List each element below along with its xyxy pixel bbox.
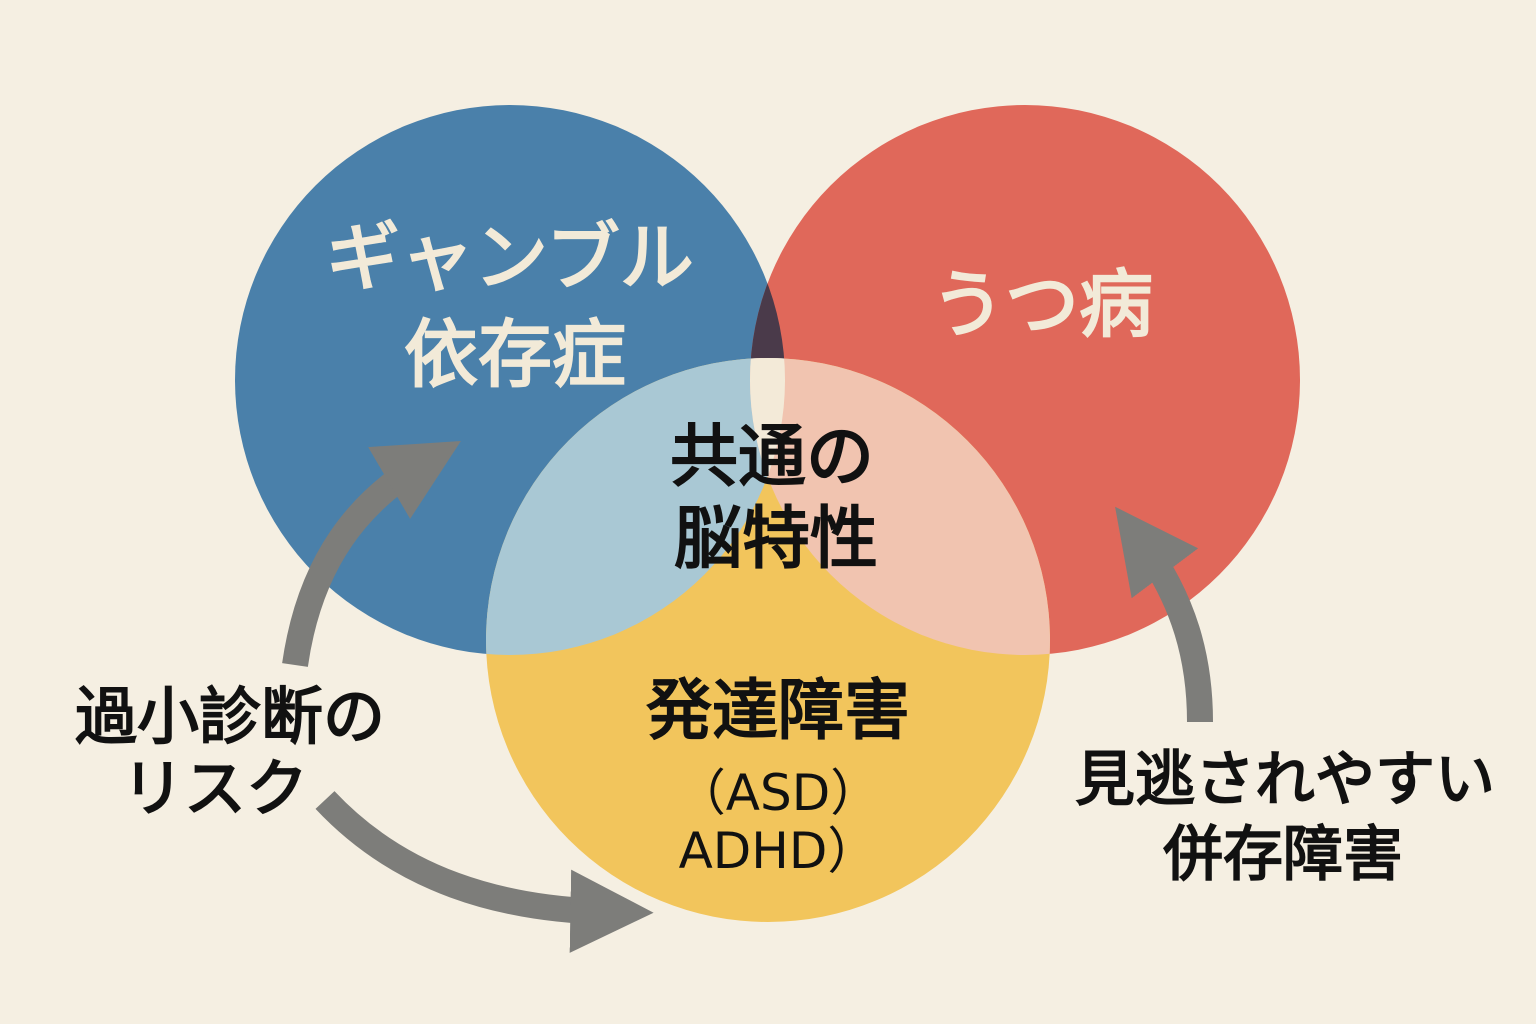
center-label-line1: 共通の [670,418,874,497]
right-annotation-line1: 見逃されやすい [1075,745,1495,815]
left-annotation-line1: 過小診断の [75,680,385,753]
center-label-line2: 脳特性 [674,500,878,579]
arrow-to-gambling [282,440,461,667]
right-annotation-line2: 併存障害 [1162,820,1403,890]
developmental-label: 発達障害 [646,672,910,749]
arrow-to-depression [1115,506,1213,723]
left-annotation-line2: リスク [122,752,308,825]
arrow-to-developmental [315,791,654,953]
gambling-label-line1: ギャンブル [326,215,694,301]
depression-label: うつ病 [931,262,1153,348]
gambling-label-line2: 依存症 [404,312,626,398]
developmental-sub-adhd: ADHD） [679,822,878,880]
developmental-sub-asd: （ASD） [676,764,880,822]
